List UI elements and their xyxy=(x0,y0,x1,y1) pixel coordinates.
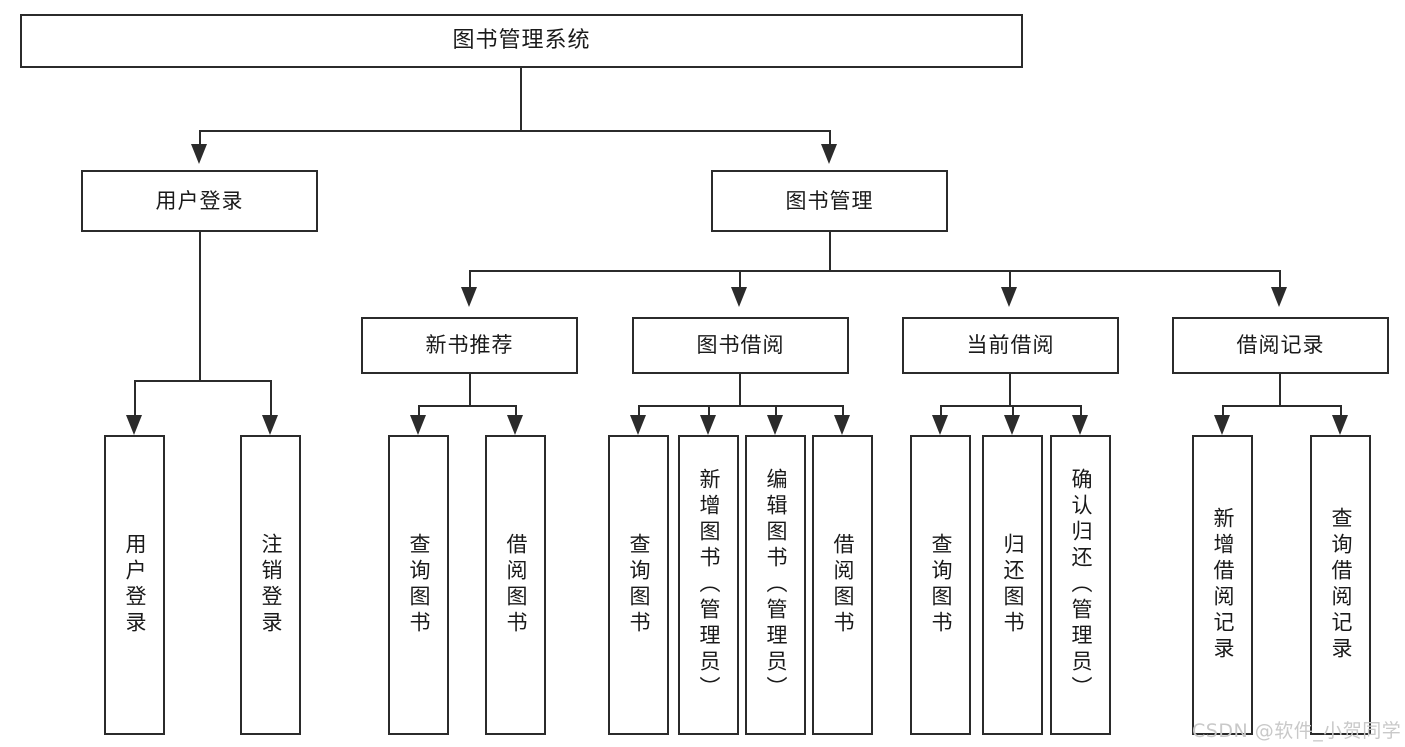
node-leaf-add-book-admin[interactable]: 新增图书（管理员） xyxy=(678,435,739,735)
node-leaf-borrow-books-borrow[interactable]: 借阅图书 xyxy=(812,435,873,735)
node-book-management[interactable]: 图书管理 xyxy=(711,170,948,232)
node-leaf-add-borrow-record[interactable]: 新增借阅记录 xyxy=(1192,435,1253,735)
connector-cb-drop-3 xyxy=(1080,405,1082,415)
node-label: 新书推荐 xyxy=(425,333,514,358)
arrow-to-leaf-user-login xyxy=(126,415,142,435)
connector-nbr-drop-2 xyxy=(515,405,517,415)
arrow-to-leaf-query-books-recommend xyxy=(410,415,426,435)
connector-level2-drop-2 xyxy=(739,270,741,287)
arrow-to-leaf-query-books-current xyxy=(932,415,948,435)
arrow-to-user-login xyxy=(191,144,207,164)
connector-bb-drop-2 xyxy=(708,405,710,415)
connector-user-login-stem xyxy=(199,232,201,380)
connector-bb-drop-4 xyxy=(842,405,844,415)
node-label: 归还图书 xyxy=(1001,533,1025,637)
arrow-to-borrow-record xyxy=(1271,287,1287,307)
connector-user-login-bus xyxy=(134,380,271,382)
connector-book-borrow-stem xyxy=(739,374,741,405)
arrow-to-book-borrow xyxy=(731,287,747,307)
node-label: 新增借阅记录 xyxy=(1211,507,1235,663)
node-leaf-query-borrow-record[interactable]: 查询借阅记录 xyxy=(1310,435,1371,735)
connector-borrow-record-bus xyxy=(1222,405,1341,407)
node-leaf-query-books-recommend[interactable]: 查询图书 xyxy=(388,435,449,735)
connector-bb-drop-1 xyxy=(638,405,640,415)
connector-level2-drop-1 xyxy=(469,270,471,287)
connector-new-book-recommend-bus xyxy=(418,405,516,407)
node-new-book-recommend[interactable]: 新书推荐 xyxy=(361,317,578,374)
arrow-to-leaf-add-book-admin xyxy=(700,415,716,435)
node-label: 借阅图书 xyxy=(504,533,528,637)
connector-br-drop-1 xyxy=(1222,405,1224,415)
node-leaf-return-books[interactable]: 归还图书 xyxy=(982,435,1043,735)
node-label: 用户登录 xyxy=(155,188,244,213)
node-label: 图书管理系统 xyxy=(452,28,591,54)
connector-root-to-book-manage-drop xyxy=(829,130,831,144)
connector-book-borrow-bus xyxy=(638,405,843,407)
node-label: 借阅图书 xyxy=(831,533,855,637)
arrow-to-leaf-return-books xyxy=(1004,415,1020,435)
node-label: 查询借阅记录 xyxy=(1329,507,1353,663)
node-borrow-record[interactable]: 借阅记录 xyxy=(1172,317,1389,374)
arrow-to-leaf-query-books-borrow xyxy=(630,415,646,435)
connector-cb-drop-1 xyxy=(940,405,942,415)
node-book-borrow[interactable]: 图书借阅 xyxy=(632,317,849,374)
connector-nbr-drop-1 xyxy=(418,405,420,415)
node-leaf-query-books-current[interactable]: 查询图书 xyxy=(910,435,971,735)
node-label: 当前借阅 xyxy=(966,333,1055,358)
arrow-to-leaf-query-borrow-record xyxy=(1332,415,1348,435)
arrow-to-leaf-borrow-books-recommend xyxy=(507,415,523,435)
connector-level2-bus xyxy=(469,270,1281,272)
node-leaf-query-books-borrow[interactable]: 查询图书 xyxy=(608,435,669,735)
node-label: 查询图书 xyxy=(929,533,953,637)
connector-root-stem xyxy=(520,68,522,130)
connector-root-to-user-login-drop xyxy=(199,130,201,144)
node-label: 图书借阅 xyxy=(696,333,785,358)
csdn-watermark: CSDN @软件_小贺同学 xyxy=(1192,720,1402,742)
arrow-to-leaf-add-borrow-record xyxy=(1214,415,1230,435)
connector-user-login-drop-2 xyxy=(270,380,272,415)
node-label: 借阅记录 xyxy=(1236,333,1325,358)
arrow-to-leaf-confirm-return-admin xyxy=(1072,415,1088,435)
connector-current-borrow-stem xyxy=(1009,374,1011,405)
node-label: 编辑图书（管理员） xyxy=(764,468,788,702)
arrow-to-new-book-recommend xyxy=(461,287,477,307)
node-label: 新增图书（管理员） xyxy=(697,468,721,702)
node-label: 注销登录 xyxy=(259,533,283,637)
node-book-management-system[interactable]: 图书管理系统 xyxy=(20,14,1023,68)
node-label: 查询图书 xyxy=(627,533,651,637)
node-label: 图书管理 xyxy=(785,188,874,213)
node-leaf-user-login[interactable]: 用户登录 xyxy=(104,435,165,735)
connector-current-borrow-bus xyxy=(940,405,1081,407)
node-user-login[interactable]: 用户登录 xyxy=(81,170,318,232)
node-leaf-confirm-return-admin[interactable]: 确认归还（管理员） xyxy=(1050,435,1111,735)
connector-user-login-drop-1 xyxy=(134,380,136,415)
node-leaf-logout[interactable]: 注销登录 xyxy=(240,435,301,735)
connector-cb-drop-2 xyxy=(1012,405,1014,415)
node-leaf-borrow-books-recommend[interactable]: 借阅图书 xyxy=(485,435,546,735)
node-current-borrow[interactable]: 当前借阅 xyxy=(902,317,1119,374)
arrow-to-leaf-logout xyxy=(262,415,278,435)
node-label: 查询图书 xyxy=(407,533,431,637)
arrow-to-book-manage xyxy=(821,144,837,164)
connector-bb-drop-3 xyxy=(775,405,777,415)
connector-level2-drop-3 xyxy=(1009,270,1011,287)
node-label: 确认归还（管理员） xyxy=(1069,468,1093,702)
node-leaf-edit-book-admin[interactable]: 编辑图书（管理员） xyxy=(745,435,806,735)
connector-borrow-record-stem xyxy=(1279,374,1281,405)
arrow-to-leaf-edit-book-admin xyxy=(767,415,783,435)
connector-level2-drop-4 xyxy=(1279,270,1281,287)
connector-book-manage-stem xyxy=(829,232,831,270)
arrow-to-leaf-borrow-books-borrow xyxy=(834,415,850,435)
connector-br-drop-2 xyxy=(1340,405,1342,415)
connector-root-bus xyxy=(199,130,831,132)
node-label: 用户登录 xyxy=(123,533,147,637)
arrow-to-current-borrow xyxy=(1001,287,1017,307)
connector-new-book-recommend-stem xyxy=(469,374,471,405)
